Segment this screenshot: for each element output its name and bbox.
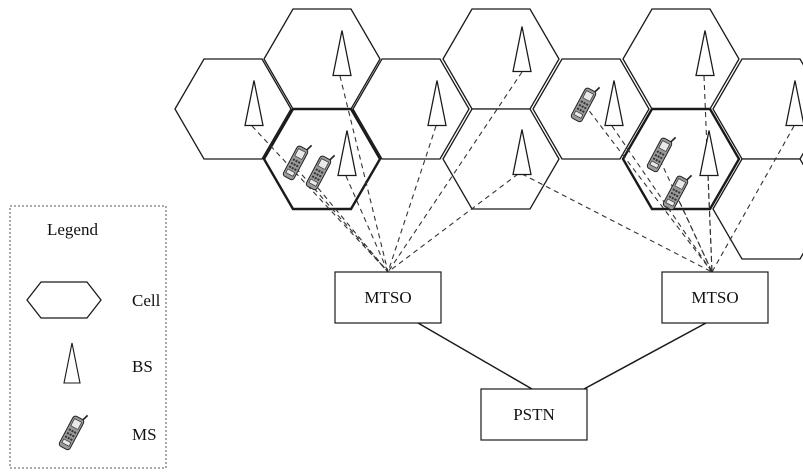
mtso-right-node: MTSO bbox=[661, 271, 769, 324]
radio-links-left bbox=[251, 71, 523, 273]
mtso-left-node: MTSO bbox=[334, 271, 442, 324]
cell bbox=[621, 107, 741, 211]
mtso-left-label: MTSO bbox=[364, 288, 411, 307]
cell bbox=[712, 158, 803, 260]
legend-bs-label: BS bbox=[132, 357, 153, 376]
link bbox=[339, 75, 389, 273]
link bbox=[387, 173, 519, 273]
cell bbox=[174, 58, 292, 160]
link bbox=[387, 125, 437, 273]
wired-links bbox=[417, 322, 707, 390]
cell-icon bbox=[26, 281, 102, 319]
radio-links-right bbox=[521, 75, 795, 273]
legend: Legend Cell BS MS bbox=[9, 205, 167, 469]
mtso-left-pstn-link bbox=[417, 322, 533, 390]
legend-cell-label: Cell bbox=[132, 291, 161, 310]
mtso-right-label: MTSO bbox=[691, 288, 738, 307]
cell bbox=[262, 107, 382, 211]
link bbox=[707, 175, 713, 273]
pstn-node: PSTN bbox=[480, 388, 588, 441]
cell bbox=[532, 58, 650, 160]
mtso-right-pstn-link bbox=[583, 322, 707, 390]
legend-title: Legend bbox=[47, 220, 98, 239]
link bbox=[711, 125, 795, 273]
link bbox=[387, 71, 523, 273]
cell bbox=[352, 58, 470, 160]
legend-frame bbox=[9, 205, 167, 469]
pstn-label: PSTN bbox=[513, 405, 555, 424]
link bbox=[251, 125, 389, 273]
link bbox=[317, 187, 389, 273]
link bbox=[611, 125, 713, 273]
legend-ms-label: MS bbox=[132, 425, 157, 444]
